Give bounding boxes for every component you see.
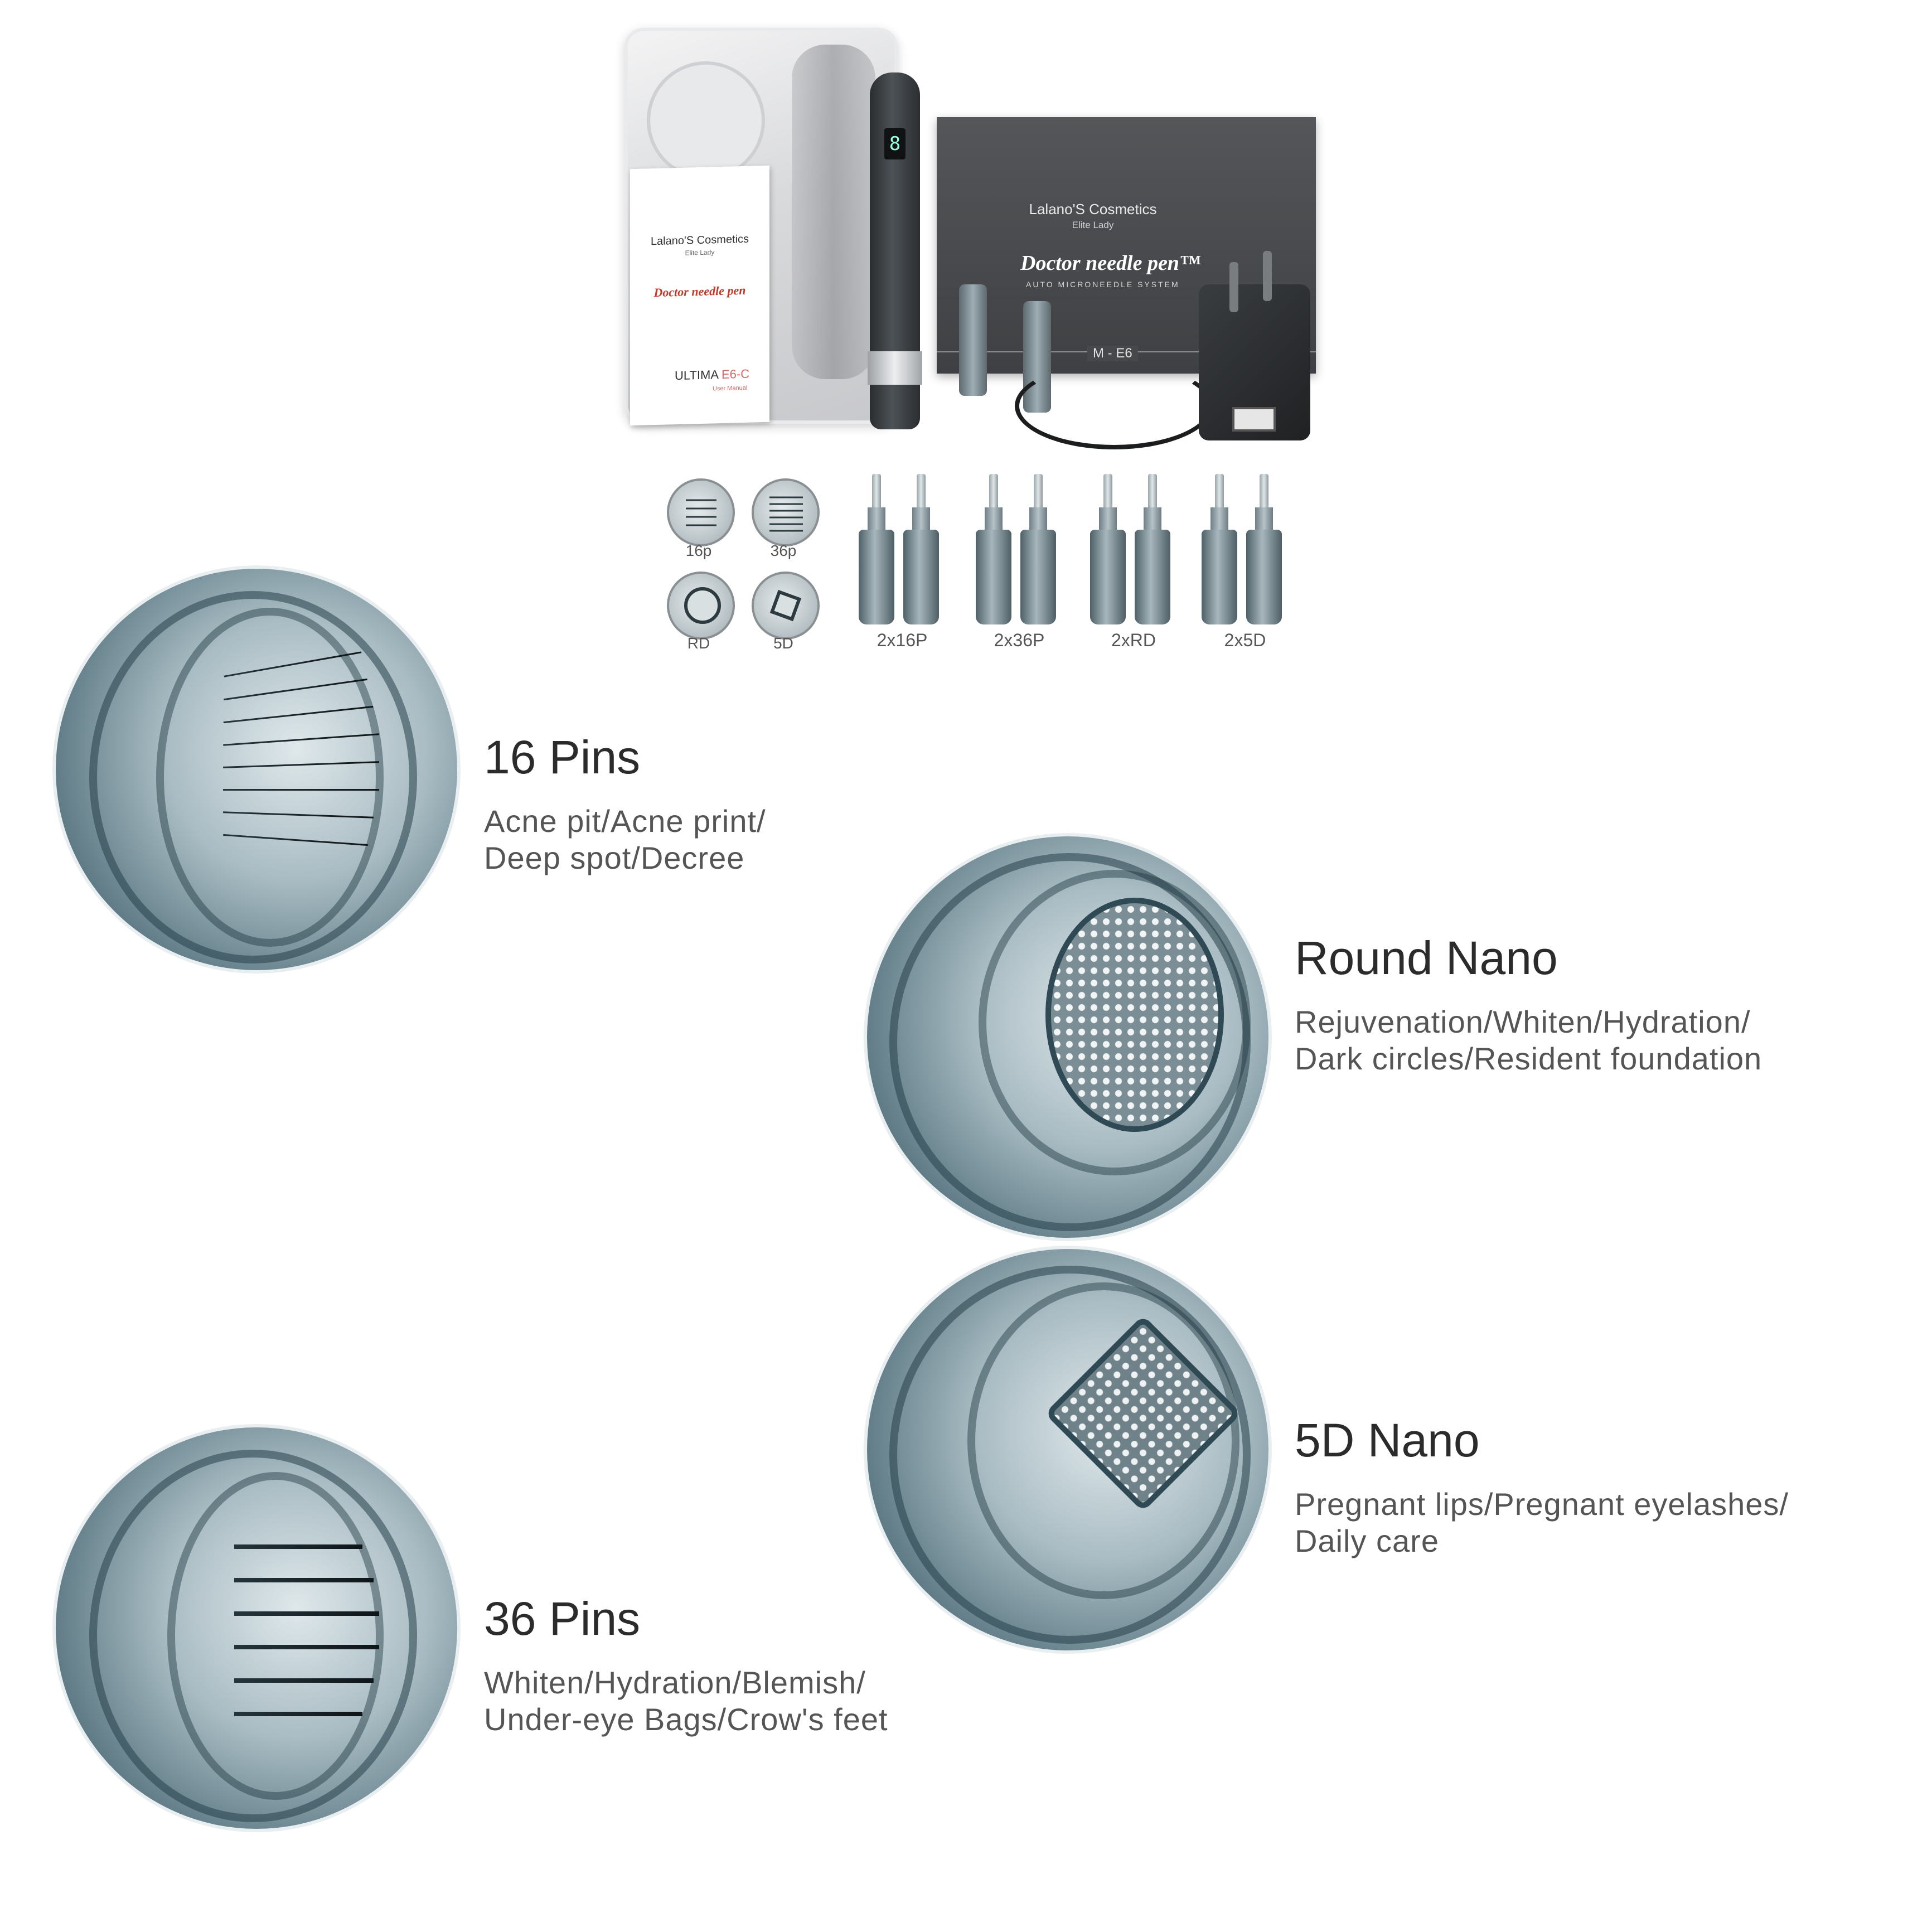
- pair-label-5d: 2x5D: [1224, 630, 1266, 650]
- pair-label-36p: 2x36P: [994, 630, 1045, 650]
- icon-label-36p: 36p: [770, 542, 797, 559]
- cartridge-36-pins-closeup: [56, 1427, 457, 1829]
- feature-title-5d-nano: 5D Nano: [1295, 1414, 1480, 1466]
- case-circle-compartment: [647, 61, 765, 180]
- product-box: Lalano'S Cosmetics Elite Lady Doctor nee…: [937, 117, 1316, 374]
- feature-desc-round-nano-line1: Rejuvenation/Whiten/Hydration/: [1295, 1004, 1751, 1039]
- feature-desc-36-pins-line1: Whiten/Hydration/Blemish/: [484, 1665, 866, 1700]
- icon-5d: [752, 572, 820, 640]
- pen-metal-ring: [868, 351, 922, 385]
- box-logo: Doctor needle pen™: [1020, 251, 1200, 275]
- manual-brand: Lalano'S Cosmetics: [650, 233, 749, 248]
- power-cable: [1015, 362, 1213, 449]
- icon-rd: [667, 572, 735, 640]
- cartridge-16-pins-closeup: [56, 569, 457, 970]
- needle-16p-icon: [686, 499, 716, 526]
- needle-36p-icon: [769, 496, 803, 532]
- feature-desc-5d-nano-line1: Pregnant lips/Pregnant eyelashes/: [1295, 1486, 1789, 1522]
- box-model: M - E6: [1087, 346, 1138, 361]
- icon-label-5d: 5D: [773, 635, 793, 652]
- feature-desc-36-pins-line2: Under-eye Bags/Crow's feet: [484, 1702, 888, 1737]
- cartridge-pair-36p: [976, 474, 1065, 630]
- plug-prong-right: [1263, 251, 1272, 301]
- pair-label-rd: 2xRD: [1111, 630, 1156, 650]
- plug-prong-left: [1229, 262, 1238, 312]
- round-nano-needle-array: [1045, 898, 1224, 1132]
- feature-desc-16-pins-line1: Acne pit/Acne print/: [484, 803, 766, 839]
- icon-label-16p: 16p: [685, 542, 712, 559]
- nano-5d-icon: [769, 589, 802, 622]
- box-tagline: AUTO MICRONEEDLE SYSTEM: [1026, 280, 1180, 289]
- feature-title-16-pins: 16 Pins: [484, 731, 641, 783]
- icon-label-rd: RD: [687, 635, 710, 652]
- pen-display: 8: [884, 128, 906, 159]
- feature-desc-16-pins-line2: Deep spot/Decree: [484, 840, 745, 875]
- cartridge-round-nano-closeup: [867, 836, 1268, 1238]
- user-manual: Lalano'S Cosmetics Elite Lady Doctor nee…: [630, 165, 769, 426]
- feature-desc-5d-nano-line2: Daily care: [1295, 1523, 1439, 1558]
- cartridge-pair-16p: [859, 474, 948, 630]
- cartridge-pair-rd: [1090, 474, 1179, 630]
- feature-desc-round-nano-line2: Dark circles/Resident foundation: [1295, 1041, 1762, 1076]
- icon-16p: [667, 478, 735, 546]
- box-subtitle: Elite Lady: [1072, 220, 1114, 230]
- manual-doc-label: User Manual: [713, 384, 748, 393]
- feature-title-36-pins: 36 Pins: [484, 1592, 641, 1645]
- usb-port: [1232, 407, 1276, 432]
- case-pen-slot: [792, 45, 875, 379]
- manual-subtitle: Elite Lady: [685, 248, 715, 257]
- icon-36p: [752, 478, 820, 546]
- manual-logo: Doctor needle pen: [653, 283, 746, 300]
- round-nano-icon: [684, 587, 721, 624]
- feature-title-round-nano: Round Nano: [1295, 932, 1558, 984]
- cartridge-pair-5d: [1202, 474, 1291, 630]
- manual-model: ULTIMA E6-C: [675, 366, 750, 383]
- pair-label-16p: 2x16P: [877, 630, 928, 650]
- cartridge-1: [959, 284, 987, 396]
- product-kit-photo: Lalano'S Cosmetics Elite Lady Doctor nee…: [624, 22, 1316, 449]
- cartridge-5d-nano-closeup: [867, 1249, 1268, 1650]
- box-brand: Lalano'S Cosmetics: [1029, 201, 1157, 217]
